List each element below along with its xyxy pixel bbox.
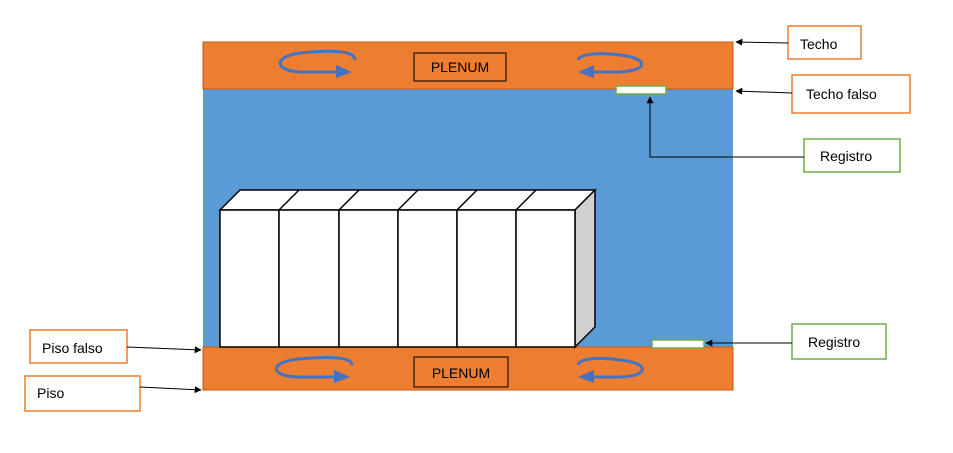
techo-falso-label: Techo falso [806, 86, 877, 102]
registro-top-connector [646, 96, 804, 158]
circular-airflow-arrow-icon [576, 52, 644, 78]
registro-bottom-label: Registro [808, 334, 860, 350]
piso-falso-label: Piso falso [42, 340, 103, 356]
techo-label-box [787, 25, 862, 60]
registro-top-label-box [803, 138, 901, 173]
circular-airflow-arrow-icon [274, 355, 354, 383]
techo-falso-connector [735, 87, 793, 95]
circular-airflow-arrow-icon [576, 356, 644, 383]
piso-label: Piso [37, 385, 64, 401]
server-rack-icon [218, 188, 597, 349]
piso-label-box [24, 375, 141, 412]
ceiling-plenum-label-box [413, 52, 507, 82]
techo-falso-label-box [791, 74, 911, 114]
ceiling-register [615, 85, 667, 95]
piso-connector [139, 386, 202, 394]
ceiling-plenum-label: PLENUM [431, 59, 489, 75]
techo-label: Techo [800, 36, 838, 52]
registro-bottom-label-box [791, 323, 887, 360]
floor-register [651, 339, 705, 349]
floor-plenum-label: PLENUM [432, 365, 490, 381]
piso-falso-connector [126, 346, 202, 354]
piso-falso-label-box [29, 329, 128, 364]
techo-connector [735, 38, 789, 46]
floor-plenum-label-box [413, 356, 509, 388]
circular-airflow-arrow-icon [278, 49, 357, 78]
registro-top-label: Registro [820, 148, 872, 164]
